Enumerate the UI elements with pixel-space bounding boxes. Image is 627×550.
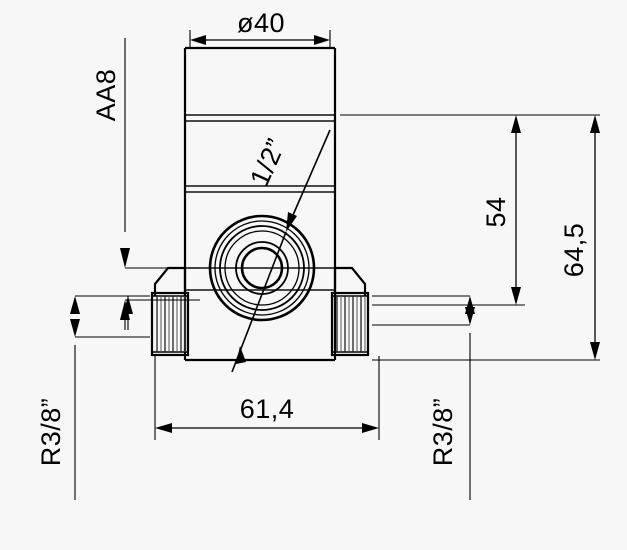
right-thread-arm [330,291,370,357]
upper-body-cylinder [183,46,337,300]
dimension-label-diameter-top: ø40 [237,8,285,38]
dimension-thread-right: R3/8” [372,295,475,500]
dimension-thread-left: R3/8” [36,295,150,500]
arrow-port-upper [286,212,297,232]
arrow-right [314,35,330,45]
arrow-down [511,287,521,305]
arrow-down [590,342,600,360]
arrow-right [362,423,379,433]
left-thread-hatching [156,296,186,352]
dimension-label-aa8: AA8 [91,69,121,122]
arrow-down [70,319,80,337]
part-geometry [150,46,370,362]
arrow-port-lower [236,346,246,364]
dimension-height-54: 54 [340,114,525,306]
left-thread-arm [150,291,190,357]
arrow-left [190,35,206,45]
dimension-label-645: 64,5 [559,223,589,278]
right-thread-hatching [336,296,366,352]
arrow-up [70,296,80,314]
arrow-up-secondary [123,296,133,314]
dimension-label-614: 61,4 [240,394,295,424]
dimension-label-thread-right: R3/8” [428,398,458,467]
dimension-label-54: 54 [481,196,511,227]
arrow-up [511,115,521,133]
dimension-diameter-top: ø40 [189,8,331,48]
arrow-down [465,307,475,325]
center-port-circles [208,214,316,322]
arrow-up [120,248,130,268]
upper-body-band [186,114,334,193]
arrow-up [590,115,600,133]
dimension-label-thread-left: R3/8” [36,398,66,467]
arrow-left [155,423,172,433]
dimension-height-645: 64,5 [372,114,600,361]
dimension-height-aa8: AA8 [91,38,200,330]
dimension-width-614: 61,4 [154,356,380,440]
